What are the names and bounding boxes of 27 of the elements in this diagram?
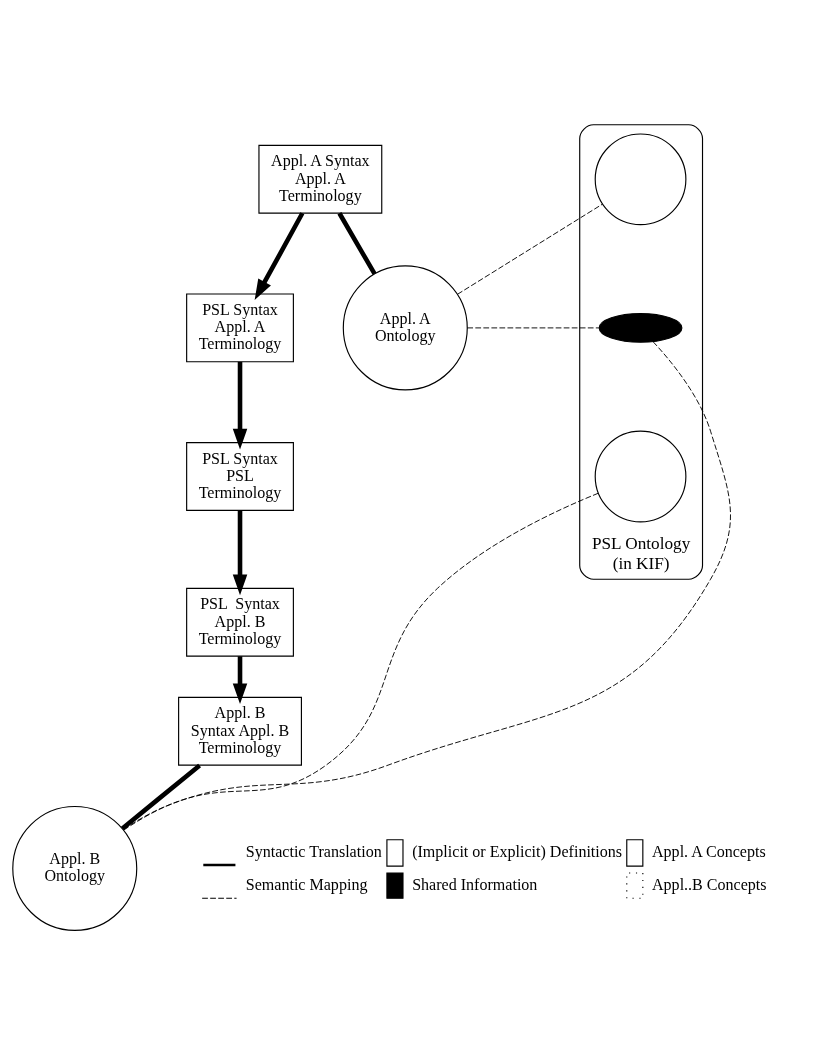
legend-label: Semantic Mapping (245, 875, 368, 893)
arrow (232, 510, 248, 595)
connector (123, 340, 731, 830)
node-circle (594, 132, 687, 225)
arrow (232, 361, 248, 450)
node-box: Appl. B Syntax Appl. B Terminology (178, 696, 302, 766)
node-box: PSL Syntax PSL Terminology (186, 441, 294, 511)
legend-label: Syntactic Translation (245, 842, 382, 860)
connector (120, 763, 202, 830)
legend-label: Appl..B Concepts (652, 875, 767, 893)
node-ellipse (598, 312, 683, 343)
node-box: PSL Syntax Appl. A Terminology (186, 292, 294, 362)
node-circle: Appl. A Ontology (342, 264, 468, 390)
node-box: Appl. A Syntax Appl. A Terminology (258, 144, 383, 214)
legend-label: Shared Information (412, 875, 538, 893)
cluster: PSL Ontology (in KIF) (579, 123, 704, 580)
connector (337, 211, 377, 275)
arrow (254, 211, 305, 300)
connector (466, 326, 600, 328)
connector (457, 203, 603, 295)
node-circle (594, 430, 687, 522)
legend-label: (Implicit or Explicit) Definitions (412, 842, 623, 860)
arrow (232, 655, 248, 704)
node-circle: Appl. B Ontology (12, 805, 138, 931)
legend-label: Appl. A Concepts (652, 842, 766, 860)
node-box: PSL Syntax Appl. B Terminology (186, 587, 294, 657)
connector (123, 492, 599, 830)
